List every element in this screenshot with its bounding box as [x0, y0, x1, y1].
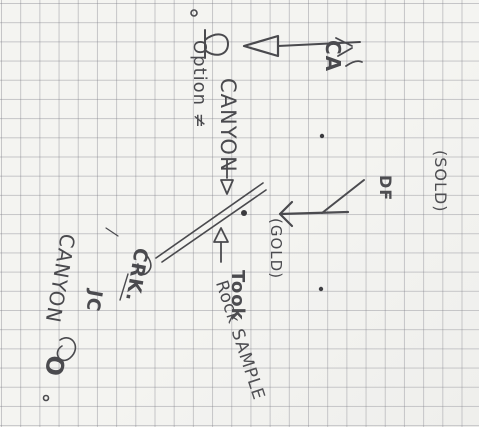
label-df-reading: (SOLD) [431, 150, 450, 212]
arrow-down-head [221, 180, 233, 194]
label-top-mark: CA [321, 40, 345, 72]
survey-dot-2 [319, 287, 323, 291]
arrow-up-head [214, 228, 228, 242]
creek-line-a [156, 183, 263, 258]
bottom-circle-mark [44, 396, 49, 401]
pencil-tick-2 [106, 228, 118, 236]
label-gps-note: (GOLD) [267, 218, 285, 279]
arrow-right-diag [322, 180, 364, 213]
label-junction: JC [82, 288, 106, 313]
survey-dot-1 [320, 134, 324, 138]
label-bottom-mark: O [39, 353, 70, 379]
label-df: DF [376, 175, 395, 201]
arrow-right-shaft [280, 212, 348, 214]
creek-line-b [162, 190, 266, 262]
label-canyon-up: CANYON [216, 78, 240, 173]
label-heading-up: Option ≠ [189, 40, 210, 129]
small-circle-mark [191, 10, 197, 16]
center-point [241, 210, 247, 216]
arrow-top [244, 36, 278, 56]
